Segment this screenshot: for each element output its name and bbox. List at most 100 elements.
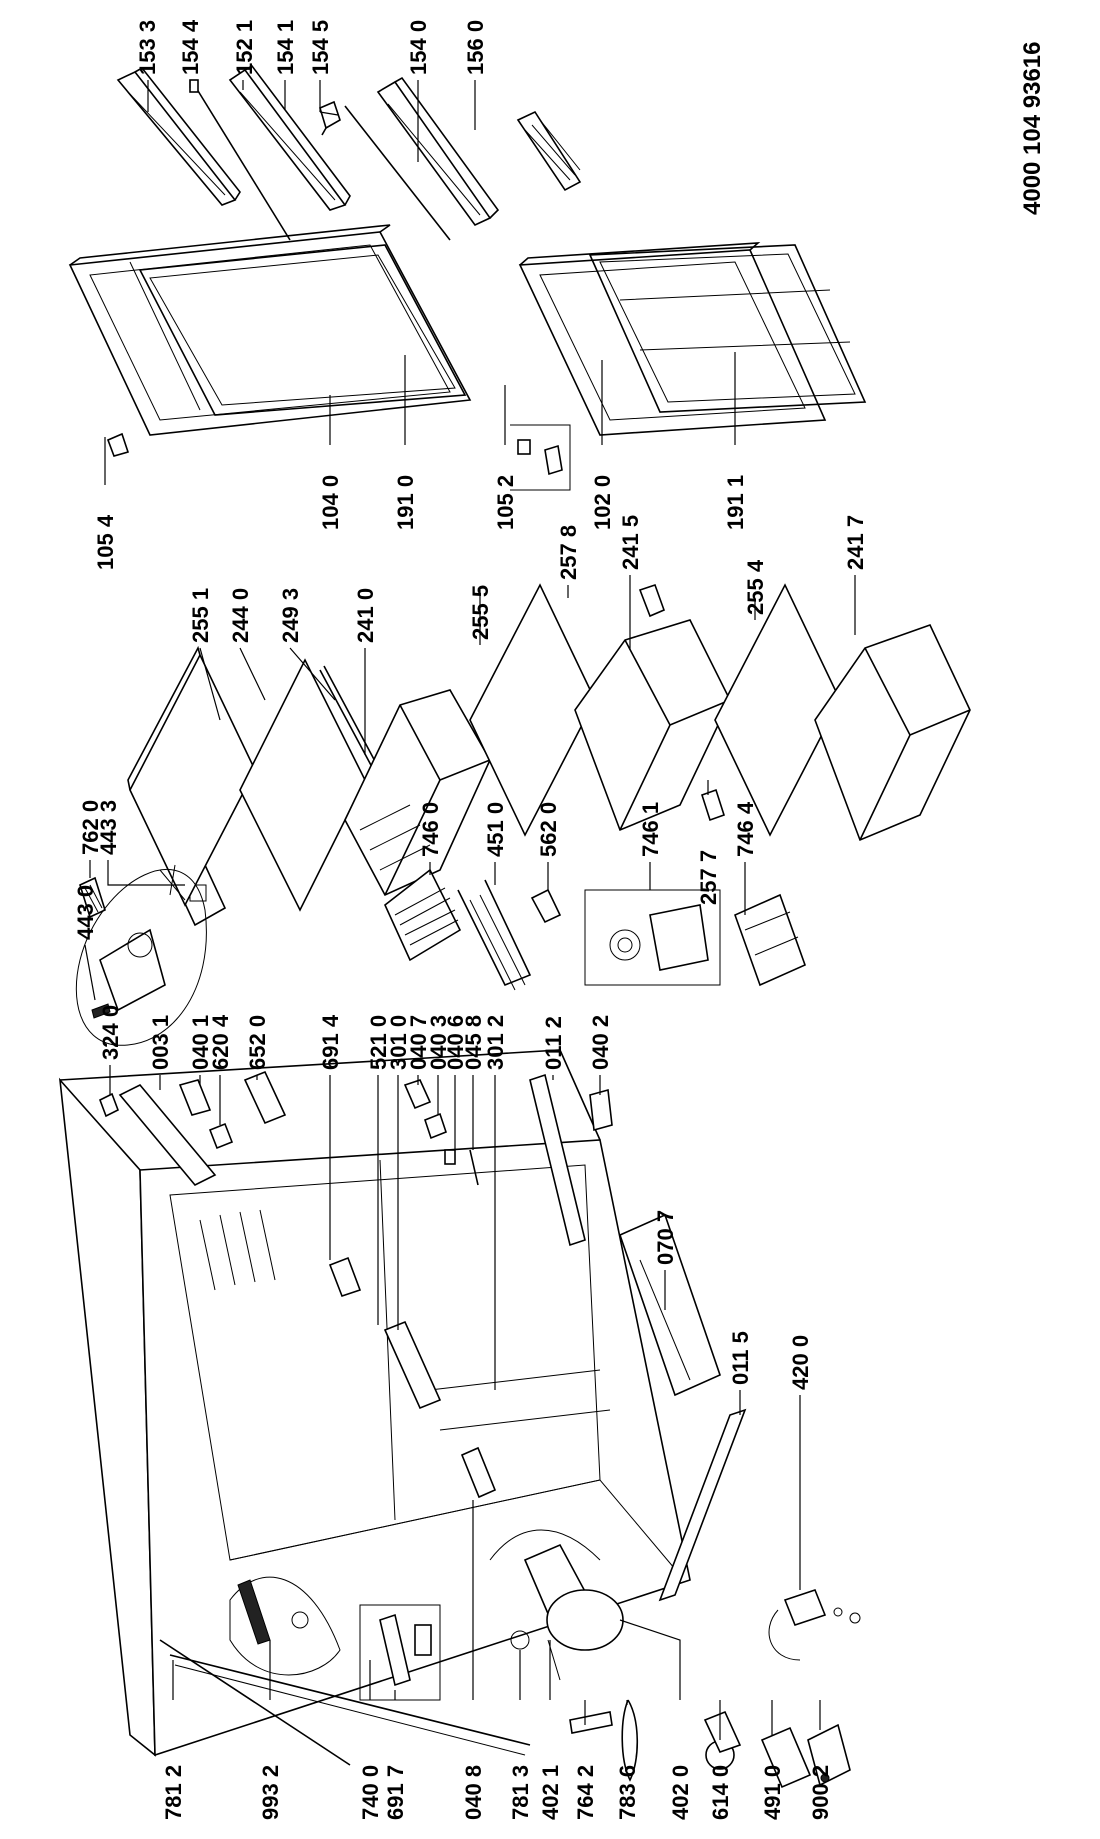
label-1052: 105 2 <box>493 475 518 530</box>
label-0031: 003 1 <box>148 1015 173 1070</box>
label-6520: 652 0 <box>245 1015 270 1070</box>
label-3012: 301 2 <box>483 1015 508 1070</box>
label-0458: 045 8 <box>461 1015 486 1070</box>
label-3240: 324 0 <box>98 1005 123 1060</box>
hinge-0401 <box>178 1079 212 1116</box>
label-6917: 691 7 <box>383 1765 408 1820</box>
hinge-0403 <box>424 1112 447 1140</box>
drier-7642 <box>569 1711 613 1734</box>
compressor-4021-4020 <box>523 1543 624 1681</box>
label-6140: 614 0 <box>708 1765 733 1820</box>
label-6914: 691 4 <box>318 1014 343 1070</box>
hinge-parts-1052-box <box>510 424 571 491</box>
capacitor-4200 <box>768 1589 861 1661</box>
label-0408: 040 8 <box>461 1765 486 1820</box>
label-4020: 402 0 <box>668 1765 693 1820</box>
drawer-2415 <box>574 619 731 832</box>
label-7400: 740 0 <box>358 1765 383 1820</box>
label-1911: 191 1 <box>723 475 748 530</box>
label-7464: 746 4 <box>733 801 758 857</box>
bin-rail-1544 <box>189 79 291 241</box>
label-2415: 241 5 <box>618 515 643 570</box>
flap-2578 <box>638 583 666 618</box>
lamp-6204 <box>208 1122 234 1150</box>
label-1560: 156 0 <box>463 20 488 75</box>
part-labels: 153 3 154 4 152 1 154 1 154 5 154 0 156 … <box>73 19 868 1820</box>
part-3240 <box>98 1092 120 1118</box>
label-2554: 255 4 <box>743 559 768 615</box>
light-6914 <box>328 1256 362 1298</box>
tube-7836 <box>621 1699 639 1782</box>
drain-5620 <box>530 888 562 924</box>
label-2417: 241 7 <box>843 515 868 570</box>
screw-0458 <box>469 1149 479 1186</box>
egg-tray-1560 <box>516 110 582 192</box>
label-9932: 993 2 <box>258 1765 283 1820</box>
fridge-door-1040 <box>68 224 472 436</box>
top-cover-0031 <box>118 1084 217 1186</box>
label-4200: 420 0 <box>788 1335 813 1390</box>
kit-6917-box <box>359 1604 441 1701</box>
label-0707: 070 7 <box>653 1210 678 1265</box>
label-2551: 255 1 <box>188 588 213 643</box>
label-1521: 152 1 <box>232 20 257 75</box>
label-1541: 154 1 <box>273 20 298 75</box>
label-0406: 040 6 <box>443 1015 468 1070</box>
document-number: 4000 104 93616 <box>1019 41 1046 215</box>
label-2440: 244 0 <box>228 588 253 643</box>
label-1040: 104 0 <box>318 475 343 530</box>
drawer-2410 <box>344 689 491 897</box>
label-0112: 011 2 <box>541 1016 566 1070</box>
part-0406 <box>444 1149 456 1165</box>
fan-kit-7461-box <box>584 889 721 986</box>
bar-0115 <box>658 1408 747 1602</box>
label-0401: 040 1 <box>188 1015 213 1070</box>
door-gasket-1910 <box>138 244 467 416</box>
label-1533: 153 3 <box>135 20 160 75</box>
label-0407: 040 7 <box>406 1015 431 1070</box>
label-1544: 154 4 <box>178 19 203 75</box>
label-2577: 257 7 <box>696 850 721 905</box>
label-3010: 301 0 <box>386 1015 411 1070</box>
label-1054: 105 4 <box>93 514 118 570</box>
label-1540: 154 0 <box>406 20 431 75</box>
label-2410: 241 0 <box>353 588 378 643</box>
fan-assembly-4430 <box>75 864 207 1046</box>
label-7813: 781 3 <box>508 1765 533 1820</box>
label-7642: 764 2 <box>573 1765 598 1820</box>
bar-0112 <box>529 1073 586 1247</box>
label-4430: 443 0 <box>73 885 98 940</box>
label-1545: 154 5 <box>308 20 333 75</box>
label-7461: 746 1 <box>638 802 663 857</box>
label-1910: 191 0 <box>393 475 418 530</box>
heater-4510 <box>457 879 532 991</box>
grommet-7813 <box>510 1630 530 1650</box>
label-2578: 257 8 <box>556 525 581 580</box>
label-2555: 255 5 <box>468 585 493 640</box>
label-7620: 762 0 <box>78 800 103 855</box>
door-bin-1521 <box>228 64 351 211</box>
bin-clip-1541 <box>319 100 341 136</box>
hinge-0402 <box>589 1088 613 1132</box>
label-0403: 040 3 <box>426 1015 451 1070</box>
rear-cover-0707 <box>619 1213 721 1397</box>
evaporator-7460 <box>384 868 462 962</box>
glass-shelf-2440 <box>239 658 366 912</box>
bracket-0408 <box>460 1446 497 1499</box>
label-7812: 781 2 <box>161 1765 186 1820</box>
drawer-2417 <box>814 624 971 842</box>
relay-6140 <box>703 1710 742 1770</box>
door-bin-1540 <box>376 76 500 227</box>
door-bin-1533 <box>116 66 241 206</box>
label-7836: 783 6 <box>615 1765 640 1820</box>
label-0402: 040 2 <box>588 1015 613 1070</box>
bin-rail-1545 <box>344 105 451 241</box>
label-4910: 491 0 <box>760 1765 785 1820</box>
terminal-cover-4910 <box>760 1726 812 1789</box>
board-9002 <box>807 1723 851 1787</box>
label-4433: 443 3 <box>96 800 121 855</box>
filter-7620 <box>79 876 106 919</box>
cover-7464 <box>733 893 807 987</box>
label-4510: 451 0 <box>483 802 508 857</box>
